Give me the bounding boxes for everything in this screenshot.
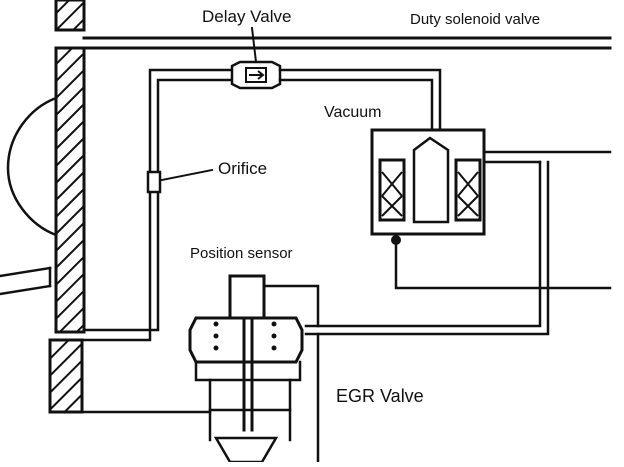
label-orifice: Orifice (218, 159, 267, 178)
left-stub (0, 266, 52, 296)
duty-solenoid-valve (370, 128, 486, 245)
top-rail (82, 36, 612, 50)
label-vacuum: Vacuum (324, 104, 382, 121)
label-delay-valve: Delay Valve (202, 7, 291, 26)
intake-outline (6, 96, 58, 237)
label-position-sensor: Position sensor (190, 245, 293, 262)
orifice (146, 168, 214, 194)
delay-to-solenoid-tube (278, 68, 442, 152)
vacuum-tube (82, 68, 234, 342)
label-egr-valve: EGR Valve (336, 386, 424, 406)
delay-valve (230, 26, 282, 90)
solenoid-signal-line (394, 242, 612, 290)
solenoid-outlet (304, 150, 612, 336)
engine-wall (48, 0, 86, 414)
egr-valve (188, 316, 304, 464)
position-sensor (228, 274, 320, 328)
exhaust-passage (80, 332, 320, 464)
label-duty-solenoid-valve: Duty solenoid valve (410, 11, 540, 28)
